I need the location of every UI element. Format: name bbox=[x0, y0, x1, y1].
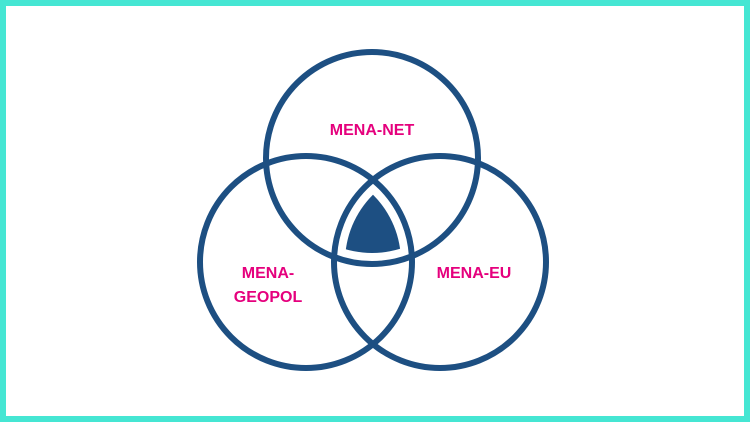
label-mena-geopol-line1: MENA- bbox=[242, 265, 294, 282]
circle-mena-net bbox=[263, 49, 481, 267]
label-mena-geopol-line2: GEOPOL bbox=[234, 289, 303, 306]
label-mena-net: MENA-NET bbox=[330, 122, 415, 139]
circle-mena-eu bbox=[331, 153, 549, 371]
circle-mena-geopol bbox=[197, 153, 415, 371]
label-mena-eu: MENA-EU bbox=[437, 265, 512, 282]
